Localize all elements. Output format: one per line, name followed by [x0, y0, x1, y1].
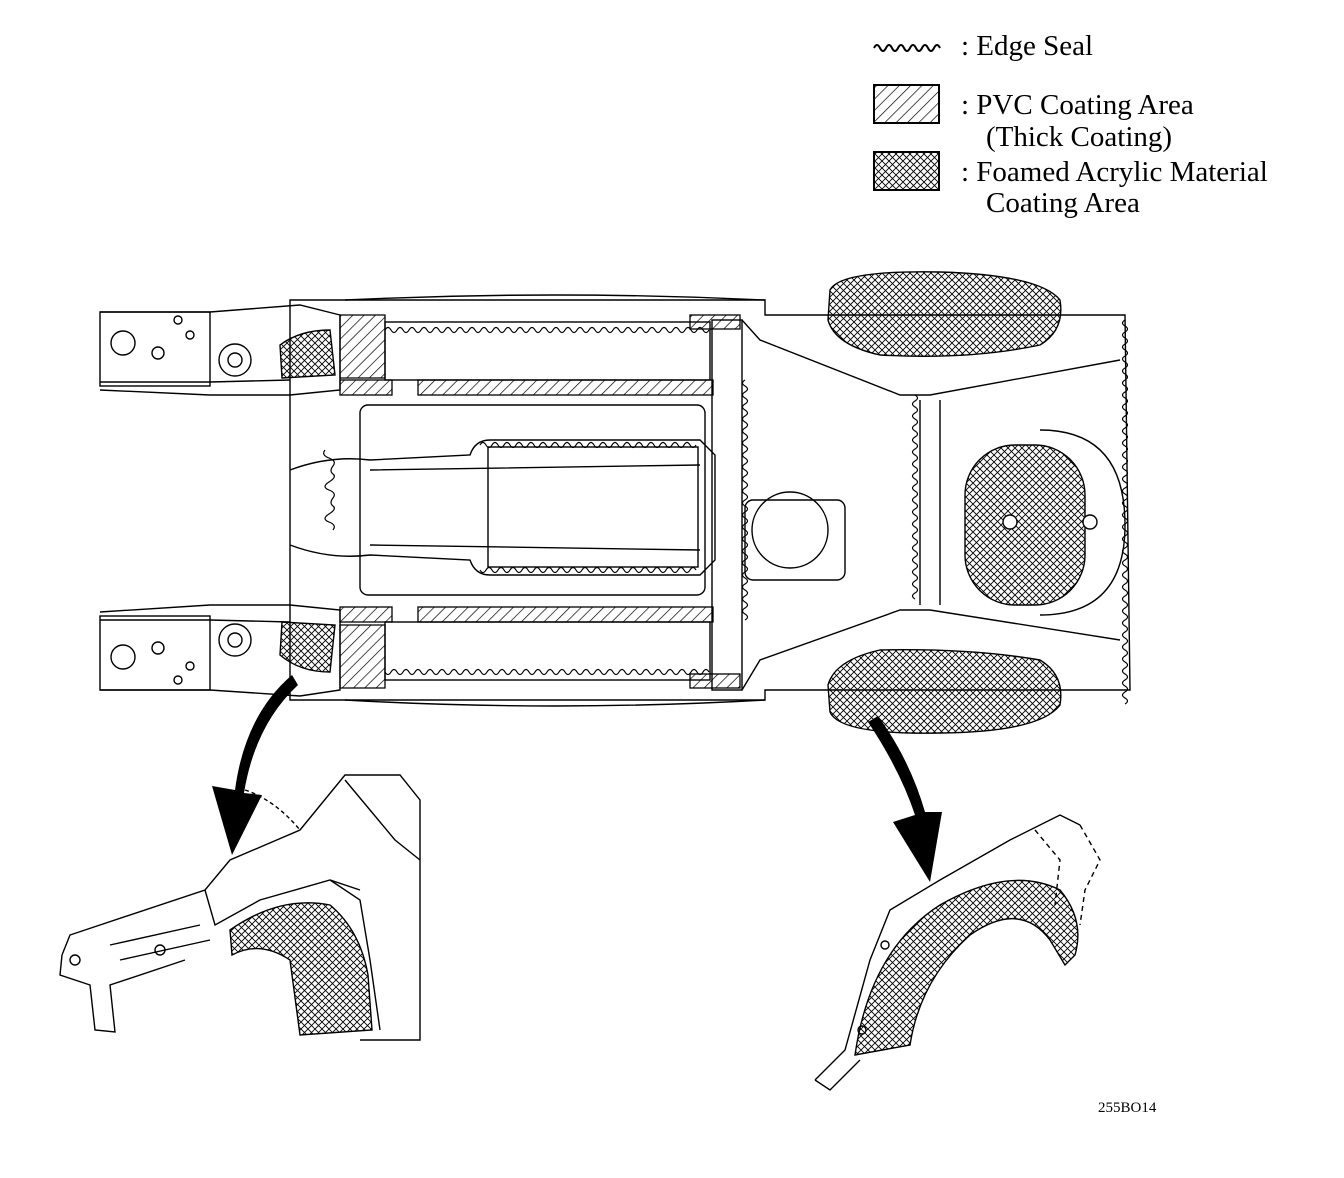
legend-foamed-sublabel: Coating Area: [986, 187, 1140, 219]
arrow-front-detail-icon: [212, 675, 298, 855]
legend-pvc-sublabel: (Thick Coating): [986, 121, 1172, 153]
front-wheel-arch-upper: [279, 329, 336, 379]
front-wheel-arch-lower: [279, 621, 336, 673]
floor-outline: [289, 299, 1131, 701]
legend-pvc-label: : PVC Coating Area: [961, 89, 1194, 121]
legend-item-pvc-coating: : PVC Coating Area (Thick Coating): [873, 84, 1194, 153]
detail-arrows: [212, 675, 942, 882]
rear-wheel-house-foam: [854, 879, 1079, 1056]
figure-code: 255BO14: [1098, 1100, 1157, 1116]
legend: : Edge Seal : PVC Coating Area (Thick Co…: [873, 30, 1268, 219]
legend-item-foamed-acrylic: : Foamed Acrylic Material Coating Area: [873, 151, 1268, 219]
front-wheel-house-detail: [59, 774, 421, 1041]
center-tunnel: [289, 439, 716, 576]
legend-item-edge-seal: : Edge Seal: [873, 30, 1093, 62]
legend-edge-seal-label: : Edge Seal: [961, 30, 1093, 62]
edge-seal-lines: [323, 319, 1129, 705]
legend-foamed-label: : Foamed Acrylic Material: [961, 156, 1268, 188]
rear-wheel-arch-upper: [827, 271, 1062, 357]
center-crossmember: [711, 319, 743, 691]
spare-tire-well: [964, 444, 1086, 606]
pvc-hatch-symbol-icon: [873, 84, 940, 124]
foamed-crosshatch-symbol-icon: [873, 151, 940, 191]
underbody-plan-view: [99, 294, 1131, 707]
rear-wheel-house-detail: [814, 814, 1101, 1091]
rear-wheel-arch-lower: [827, 649, 1062, 734]
foamed-acrylic-areas: [279, 271, 1062, 734]
front-frame-rail-upper: [99, 304, 341, 396]
pvc-coating-areas: [339, 314, 741, 689]
front-wheel-house-foam: [229, 902, 373, 1036]
arrow-rear-detail-icon: [868, 716, 942, 882]
edge-seal-symbol-icon: [873, 44, 941, 52]
